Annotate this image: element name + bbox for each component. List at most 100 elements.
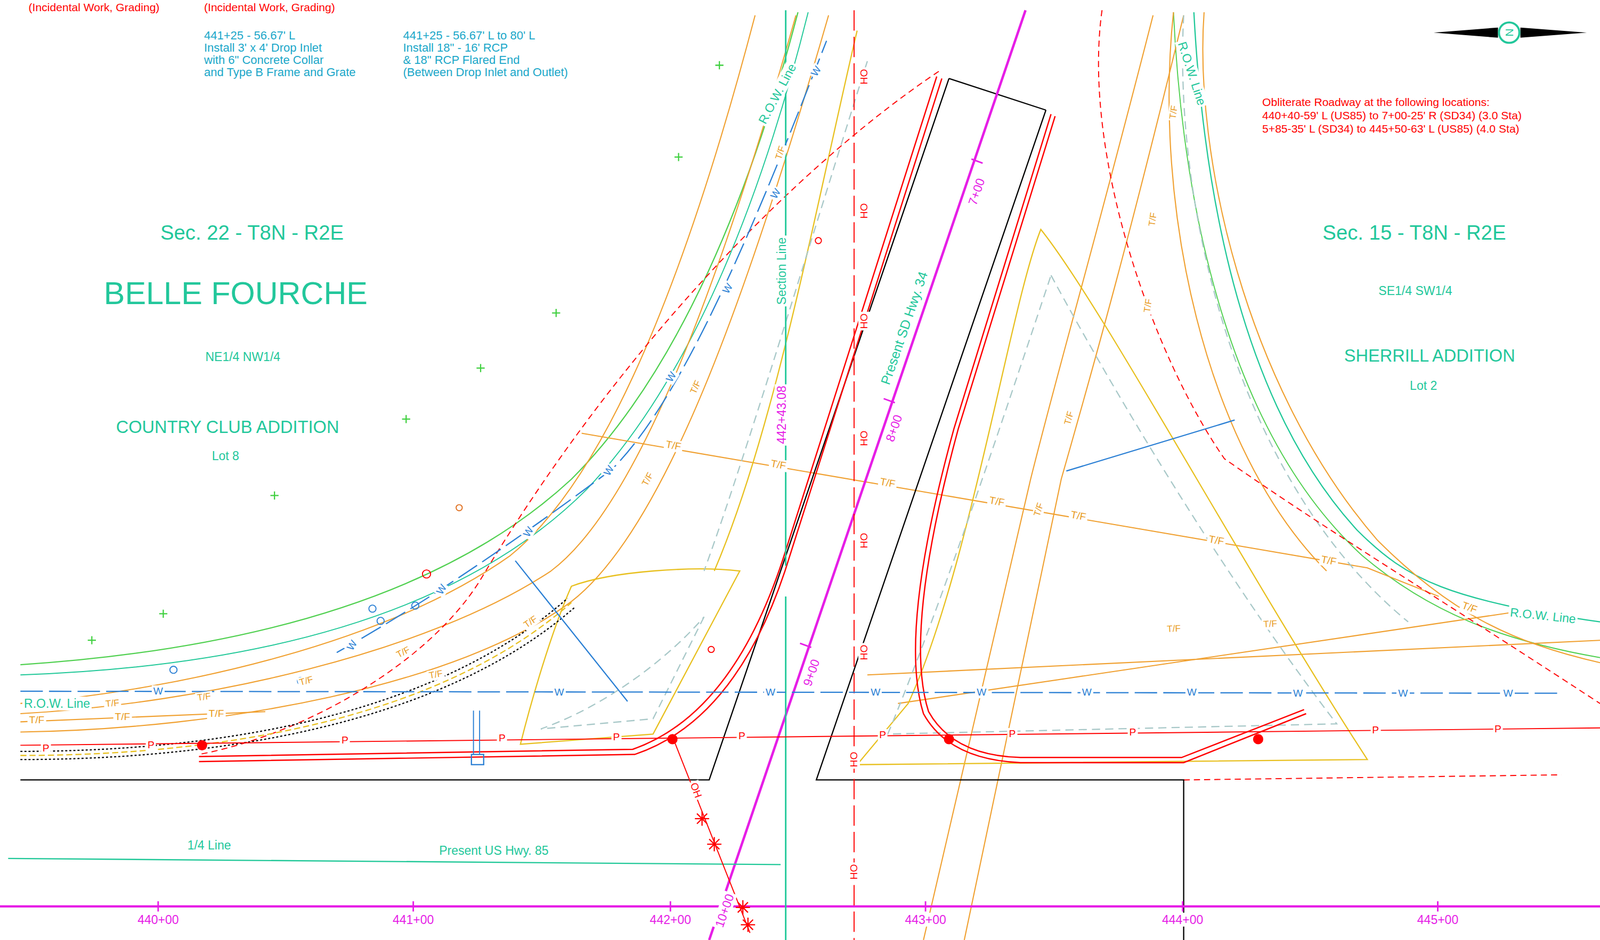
plan-linework (198, 71, 939, 755)
line-code: P (497, 732, 508, 745)
section-label: Sec. 15 - T8N - R2E (1322, 220, 1506, 245)
line-label: 1/4 Line (185, 838, 233, 853)
line-code: T/F (112, 711, 132, 724)
plan-linework (87, 61, 724, 645)
line-code: W (552, 686, 566, 699)
plan-linework (169, 666, 177, 674)
station-label: 8+00 (882, 411, 906, 445)
plan-linework (1433, 27, 1499, 38)
plan-linework (471, 754, 484, 766)
plan-linework (1173, 12, 1600, 659)
plan-linework (197, 740, 208, 751)
line-code: W (868, 686, 882, 699)
line-code: W (1396, 687, 1410, 700)
tree-symbols (87, 61, 724, 645)
plan-linework (897, 610, 1531, 704)
line-label: Section Line (774, 236, 789, 307)
line-code: HO (858, 201, 871, 221)
line-code: W (719, 280, 737, 298)
line-code: T/F (1164, 623, 1183, 635)
plan-linework (857, 229, 1368, 766)
plan-linework (1098, 10, 1600, 704)
line-code: T/F (1146, 209, 1160, 229)
line-code: P (1127, 726, 1138, 738)
line-code: W (1291, 687, 1305, 700)
line-code: W (764, 686, 777, 699)
note-text: (Incidental Work, Grading) (28, 1, 160, 14)
plan-linework (694, 811, 710, 827)
line-code: P (1370, 724, 1381, 737)
line-code: T/F (1206, 533, 1227, 549)
note-text: Obliterate Roadway at the following loca… (1262, 95, 1490, 109)
plan-linework (7, 858, 781, 865)
curb-lines (198, 76, 1306, 763)
plan-linework (540, 616, 704, 730)
station-label: 445+00 (1415, 912, 1460, 927)
plan-linework (1253, 734, 1264, 745)
line-code: P (339, 734, 351, 747)
line-code: T/F (103, 697, 121, 710)
plan-linework (520, 569, 741, 745)
line-code: HO (848, 862, 860, 882)
anchor-symbols (694, 811, 755, 933)
plan-linework (20, 711, 266, 722)
lot-label: Lot 8 (212, 448, 240, 463)
plan-linework (667, 734, 678, 745)
note-text: and Type B Frame and Grate (204, 65, 356, 79)
plan-linework (20, 606, 576, 760)
line-code: T/F (1318, 553, 1339, 569)
line-code: T/F (687, 377, 705, 398)
note-text: 441+25 - 56.67' L to 80' L (403, 28, 536, 43)
plan-linework (867, 640, 1600, 676)
note-text: 5+85-35' L (SD34) to 445+50-63' L (US85)… (1262, 122, 1520, 136)
plan-linework (20, 598, 568, 752)
station-label: 440+00 (135, 912, 181, 927)
plan-linework (20, 15, 755, 704)
line-code: T/F (986, 494, 1007, 510)
line-code: HO (858, 531, 871, 550)
line-code: T/F (520, 612, 541, 631)
note-text: (Incidental Work, Grading) (204, 1, 336, 14)
plan-linework (853, 10, 855, 940)
plan-linework (816, 110, 1184, 940)
plan-linework (920, 116, 1305, 758)
plan-linework (581, 433, 1440, 597)
plan-linework (708, 646, 714, 653)
plan-linework (735, 900, 751, 915)
line-code: HO (858, 429, 871, 449)
line-code: W (520, 523, 538, 541)
addition-label: SHERRILL ADDITION (1344, 345, 1516, 366)
line-code: T/F (1166, 102, 1180, 121)
line-code: W (662, 368, 680, 386)
line-code: T/F (1061, 408, 1077, 428)
line-code: W (433, 580, 451, 598)
line-code: T/F (639, 469, 657, 490)
note-text: & 18" RCP Flared End (403, 53, 521, 67)
line-code: OH (687, 779, 705, 801)
lot-label: Lot 2 (1409, 378, 1437, 393)
centerlines (0, 10, 1600, 940)
plan-linework (709, 10, 1026, 940)
row-label: R.O.W. Line (22, 696, 92, 711)
plan-linework (740, 918, 755, 933)
line-code: P (736, 730, 747, 743)
line-code: W (1080, 686, 1094, 699)
plan-linework (336, 41, 827, 654)
line-code: T/F (877, 475, 898, 491)
line-code: T/F (1261, 618, 1280, 630)
plan-linework (800, 159, 984, 648)
island-outlines (520, 30, 1368, 765)
road-name: Present US Hwy. 85 (437, 843, 550, 858)
plan-linework (784, 596, 787, 940)
note-text: Install 18" - 16' RCP (403, 41, 509, 55)
section-label: Sec. 22 - T8N - R2E (160, 220, 344, 245)
plan-linework (964, 15, 1184, 940)
north-letter: N (1502, 28, 1516, 37)
plan-linework (1066, 420, 1235, 472)
line-code: P (1006, 728, 1018, 741)
plan-linework (1520, 27, 1587, 38)
line-code: T/F (1141, 296, 1155, 315)
plan-linework (1194, 12, 1600, 623)
